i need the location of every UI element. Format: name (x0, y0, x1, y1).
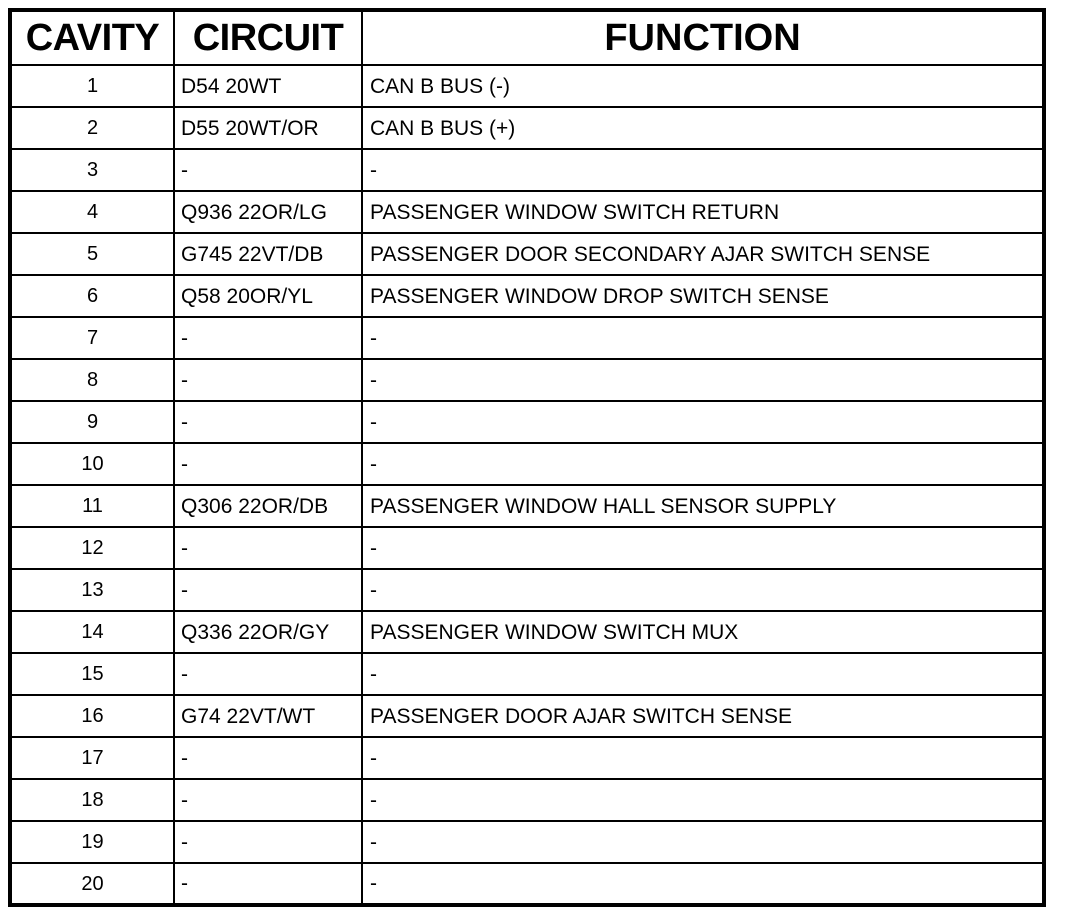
column-header-function: FUNCTION (361, 9, 1045, 66)
table-row: 13-- (9, 568, 1045, 612)
cell-cavity: 14 (9, 610, 175, 654)
cell-cavity: 9 (9, 400, 175, 444)
cell-circuit: - (173, 820, 363, 864)
cell-function: PASSENGER WINDOW SWITCH MUX (361, 610, 1045, 654)
table-header-row: CAVITY CIRCUIT FUNCTION (9, 9, 1045, 66)
cell-function: - (361, 526, 1045, 570)
cell-function: PASSENGER WINDOW SWITCH RETURN (361, 190, 1045, 234)
table-row: 19-- (9, 820, 1045, 864)
cell-circuit: - (173, 736, 363, 780)
cell-cavity: 18 (9, 778, 175, 822)
cell-function: CAN B BUS (-) (361, 64, 1045, 108)
table-row: 3-- (9, 148, 1045, 192)
cell-circuit: Q58 20OR/YL (173, 274, 363, 318)
cell-cavity: 6 (9, 274, 175, 318)
cell-circuit: Q306 22OR/DB (173, 484, 363, 528)
cell-function: - (361, 736, 1045, 780)
cell-circuit: - (173, 148, 363, 192)
cell-cavity: 8 (9, 358, 175, 402)
cell-circuit: G745 22VT/DB (173, 232, 363, 276)
cell-circuit: - (173, 358, 363, 402)
cell-circuit: G74 22VT/WT (173, 694, 363, 738)
cell-function: PASSENGER DOOR AJAR SWITCH SENSE (361, 694, 1045, 738)
cell-cavity: 13 (9, 568, 175, 612)
cell-circuit: Q936 22OR/LG (173, 190, 363, 234)
cell-function: - (361, 316, 1045, 360)
cell-circuit: - (173, 568, 363, 612)
cell-cavity: 7 (9, 316, 175, 360)
table-row: 15-- (9, 652, 1045, 696)
cell-cavity: 16 (9, 694, 175, 738)
cell-cavity: 20 (9, 862, 175, 906)
cell-circuit: - (173, 778, 363, 822)
cell-cavity: 1 (9, 64, 175, 108)
cell-function: - (361, 148, 1045, 192)
column-header-circuit: CIRCUIT (173, 9, 363, 66)
cell-cavity: 17 (9, 736, 175, 780)
cell-cavity: 5 (9, 232, 175, 276)
cell-circuit: - (173, 862, 363, 906)
table-row: 7-- (9, 316, 1045, 360)
cell-cavity: 3 (9, 148, 175, 192)
cell-cavity: 4 (9, 190, 175, 234)
cell-function: - (361, 778, 1045, 822)
cell-cavity: 15 (9, 652, 175, 696)
cell-circuit: - (173, 526, 363, 570)
cell-circuit: D55 20WT/OR (173, 106, 363, 150)
table-row: 12-- (9, 526, 1045, 570)
cell-function: CAN B BUS (+) (361, 106, 1045, 150)
cell-cavity: 11 (9, 484, 175, 528)
cell-cavity: 2 (9, 106, 175, 150)
table-row: 17-- (9, 736, 1045, 780)
table-row: 8-- (9, 358, 1045, 402)
cell-function: PASSENGER DOOR SECONDARY AJAR SWITCH SEN… (361, 232, 1045, 276)
cell-circuit: - (173, 652, 363, 696)
cell-cavity: 12 (9, 526, 175, 570)
cell-circuit: - (173, 400, 363, 444)
table-row: 18-- (9, 778, 1045, 822)
table-header: CAVITY CIRCUIT FUNCTION (9, 9, 1045, 66)
table-row: 10-- (9, 442, 1045, 486)
cell-circuit: D54 20WT (173, 64, 363, 108)
cell-function: PASSENGER WINDOW DROP SWITCH SENSE (361, 274, 1045, 318)
cell-function: PASSENGER WINDOW HALL SENSOR SUPPLY (361, 484, 1045, 528)
cell-circuit: Q336 22OR/GY (173, 610, 363, 654)
table-row: 20-- (9, 862, 1045, 906)
cell-circuit: - (173, 316, 363, 360)
table-row: 9-- (9, 400, 1045, 444)
column-header-cavity: CAVITY (9, 9, 175, 66)
cell-function: - (361, 358, 1045, 402)
cell-function: - (361, 820, 1045, 864)
cell-function: - (361, 400, 1045, 444)
cell-cavity: 19 (9, 820, 175, 864)
cell-function: - (361, 652, 1045, 696)
cell-function: - (361, 862, 1045, 906)
cell-cavity: 10 (9, 442, 175, 486)
cell-function: - (361, 568, 1045, 612)
cell-circuit: - (173, 442, 363, 486)
cell-function: - (361, 442, 1045, 486)
